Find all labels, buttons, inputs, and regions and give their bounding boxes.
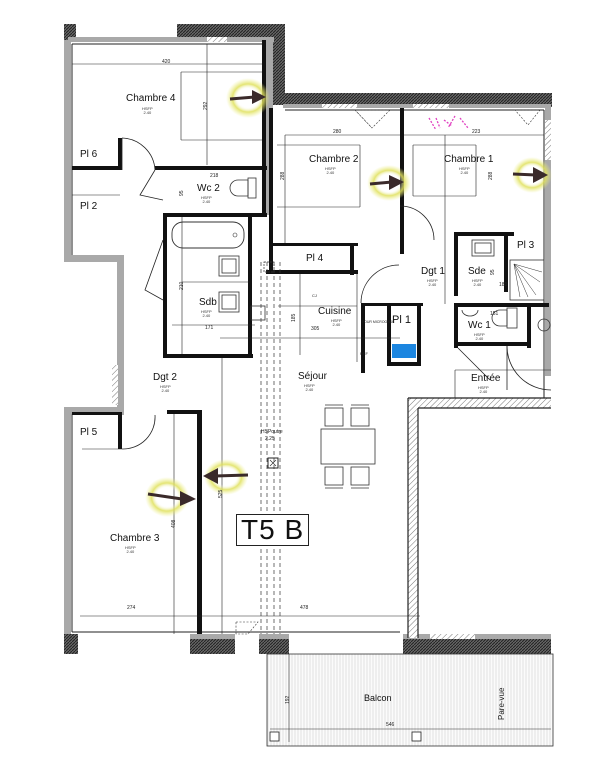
interior-walls [72, 40, 549, 634]
dim-chambre3-width: 274 [127, 605, 136, 611]
dim-balcon-width: 546 [386, 722, 395, 728]
beam-height-value: 2.25 [265, 436, 275, 442]
room-label-cuisine: Cuisine [318, 306, 352, 317]
room-label-wc2: Wc 2 [197, 183, 220, 194]
dim-wc2-width: 218 [210, 173, 219, 179]
room-label-balcon: Balcon [364, 693, 392, 703]
room-label-sdb: Sdb [199, 297, 217, 308]
dim-chambre4-width: 420 [162, 59, 171, 65]
dim-wc2-depth: 95 [179, 190, 185, 196]
room-label-chambre2: Chambre 2 [309, 154, 359, 165]
highlight-arrows [145, 78, 552, 517]
dim-chambre4-depth: 292 [203, 101, 209, 110]
dim-sde-width: 180 [499, 282, 508, 288]
beam-lines [260, 262, 281, 634]
balcony-area [266, 653, 554, 747]
room-label-entree: Entrée [471, 373, 501, 384]
closet-label-pl4: Pl 4 [306, 253, 324, 264]
dim-sejour-width: 478 [300, 605, 309, 611]
room-label-chambre3: Chambre 3 [110, 533, 160, 544]
unit-type-tag: T5 B [236, 514, 310, 546]
dim-chambre2-depth: 288 [280, 171, 286, 180]
dim-dgt2-depth: 525 [218, 489, 224, 498]
closet-label-pl5: Pl 5 [80, 427, 98, 438]
beam-height-label: HSPoutre [261, 429, 283, 435]
dim-chambre3-depth: 408 [171, 519, 177, 528]
fridge [392, 344, 416, 358]
dim-cuisine-width: 305 [311, 326, 320, 332]
closet-label-pl3: Pl 3 [517, 240, 535, 251]
dim-chambre1-depth: 288 [488, 171, 494, 180]
room-label-dgt2: Dgt 2 [153, 372, 177, 383]
room-label-dgt1: Dgt 1 [421, 266, 445, 277]
dim-sdb-depth: 210 [179, 281, 185, 290]
closet-label-pl2: Pl 2 [80, 201, 98, 212]
room-label-wc1: Wc 1 [468, 320, 491, 331]
door-swings [121, 137, 552, 450]
dim-wc1-width: 151 [490, 311, 499, 317]
exterior-walls [64, 24, 552, 654]
pare-vue-label: Pare-vue [497, 687, 506, 720]
closet-label-pl6: Pl 6 [80, 149, 98, 160]
closet-label-pl1: Pl 1 [392, 314, 411, 326]
interior-outline [71, 43, 545, 633]
room-label-sejour: Séjour [298, 371, 327, 382]
ref-label: REF [360, 351, 368, 356]
dim-sde-depth: 95 [490, 269, 496, 275]
dim-balcon-depth: 192 [285, 695, 291, 704]
dim-cuisine-depth: 185 [291, 313, 297, 322]
room-label-chambre1: Chambre 1 [444, 154, 494, 165]
room-label-chambre4: Chambre 4 [126, 93, 176, 104]
room-label-sde: Sde [468, 266, 486, 277]
microwave-label: FOUR MICROONDE [362, 320, 395, 324]
dim-sdb-width: 171 [205, 325, 214, 331]
cj-label: CJ [312, 293, 317, 298]
dim-chambre2-width: 280 [333, 129, 342, 135]
dim-chambre1-width: 223 [472, 129, 481, 135]
